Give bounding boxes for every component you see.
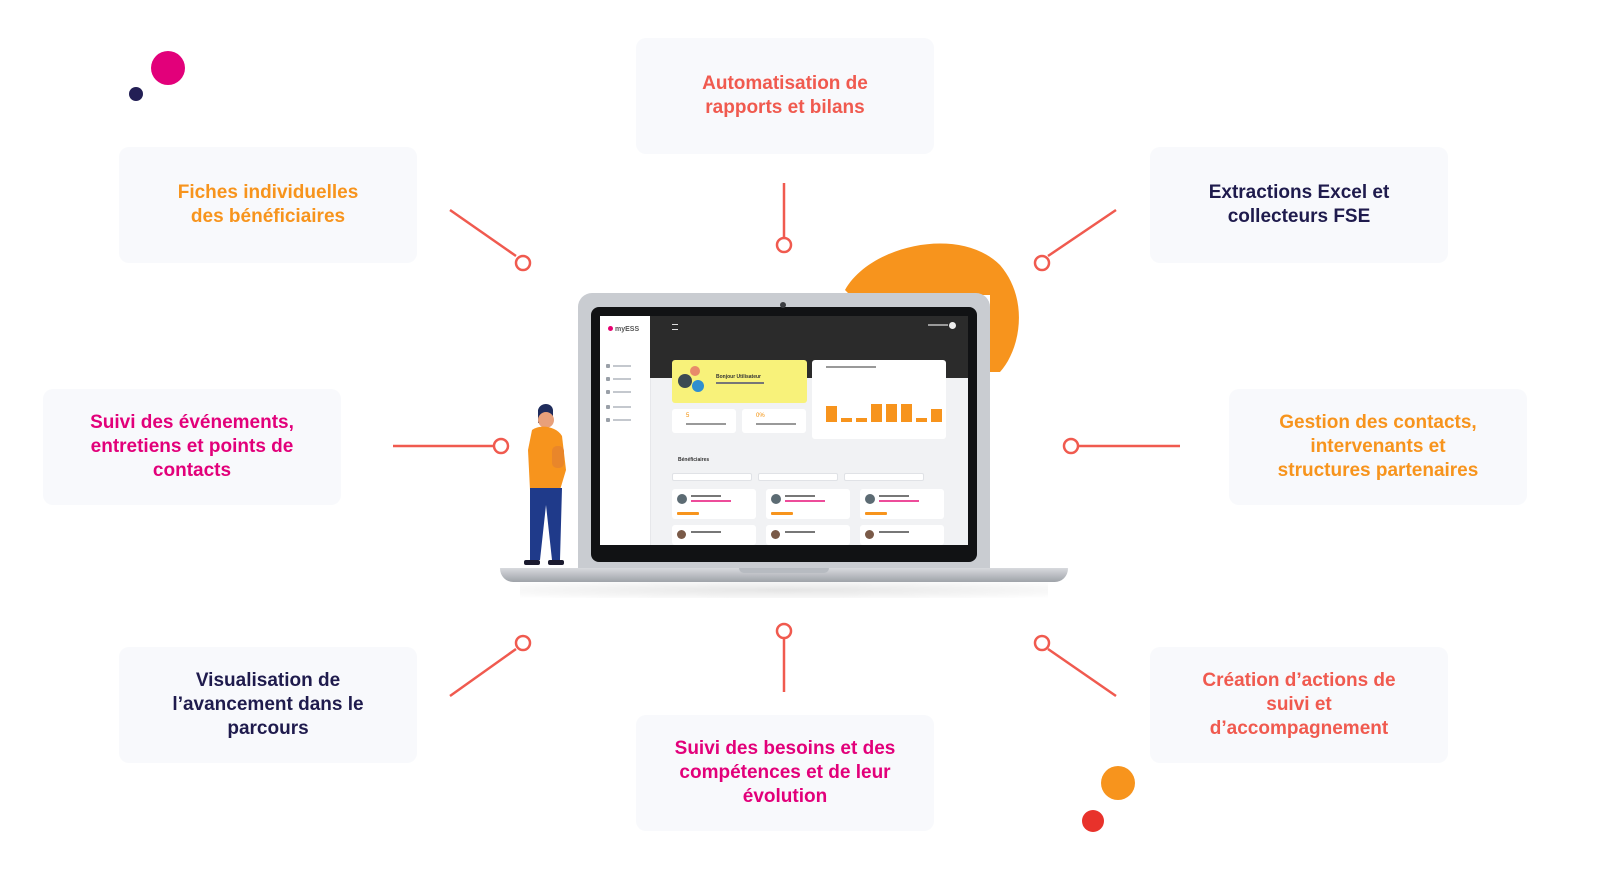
beneficiary-card[interactable] <box>860 489 944 519</box>
beneficiary-card[interactable] <box>672 489 756 519</box>
app-sidebar: myESS <box>600 316 651 545</box>
list-icon <box>606 405 610 409</box>
card-gestion-contacts: Gestion des contacts, intervenants et st… <box>1229 389 1527 505</box>
card-creation-actions-label: Création d’actions de suivi et d’accompa… <box>1202 670 1396 739</box>
card-visualisation: Visualisation de l’avancement dans le pa… <box>119 647 417 763</box>
beneficiary-card[interactable] <box>672 525 756 545</box>
laptop-notch <box>739 568 829 573</box>
chart-bar <box>916 418 927 422</box>
orange-dot <box>1101 766 1135 800</box>
gear-icon <box>606 418 610 422</box>
card-automatisation-label: Automatisation de rapports et bilans <box>702 73 868 118</box>
card-suivi-besoins: Suivi des besoins et des compétences et … <box>636 715 934 831</box>
chart-bar <box>931 409 942 422</box>
chart-bar <box>901 404 912 422</box>
laptop-base <box>500 568 1068 582</box>
welcome-subtitle <box>716 382 764 384</box>
stat-value: 5 <box>686 413 690 419</box>
chart-bar <box>886 404 897 422</box>
chart-card <box>812 360 946 439</box>
camera-icon <box>780 302 786 308</box>
card-extractions-label: Extractions Excel et collecteurs FSE <box>1208 182 1390 227</box>
status-select[interactable] <box>758 473 838 481</box>
sidebar-item-actions[interactable] <box>606 403 646 411</box>
chart-bar <box>871 404 882 422</box>
stat-label <box>756 423 796 425</box>
app-screen: myESS Bonjour Utilisateur 5 0% Bénéficia… <box>600 316 968 545</box>
menu-icon[interactable] <box>672 324 678 330</box>
app-logo: myESS <box>608 326 639 333</box>
sidebar-item-partenaires[interactable] <box>606 388 646 396</box>
stat-card-rate: 0% <box>742 409 806 433</box>
sidebar-item-settings[interactable] <box>606 416 646 424</box>
card-gestion-contacts-label: Gestion des contacts, intervenants et st… <box>1277 412 1479 481</box>
stat-card-beneficiaires: 5 <box>672 409 736 433</box>
sidebar-item-beneficiaires[interactable] <box>606 375 646 383</box>
red-dot <box>1082 810 1104 832</box>
card-creation-actions: Création d’actions de suivi et d’accompa… <box>1150 647 1448 763</box>
home-icon <box>606 364 610 368</box>
section-title: Bénéficiaires <box>678 457 710 463</box>
stat-value: 0% <box>756 413 765 419</box>
card-suivi-evenements-label: Suivi des événements, entretiens et poin… <box>90 412 294 481</box>
search-input[interactable] <box>672 473 752 481</box>
chart-title <box>826 366 876 368</box>
card-visualisation-label: Visualisation de l’avancement dans le pa… <box>172 670 364 739</box>
connectors <box>393 183 1180 698</box>
card-suivi-besoins-label: Suivi des besoins et des compétences et … <box>674 738 896 807</box>
chart-bar <box>841 418 852 422</box>
stat-label <box>686 423 726 425</box>
card-extractions: Extractions Excel et collecteurs FSE <box>1150 147 1448 263</box>
laptop-shadow <box>520 582 1048 598</box>
avatar[interactable] <box>949 322 956 329</box>
beneficiary-card[interactable] <box>766 525 850 545</box>
avatar-icon <box>678 374 692 388</box>
avatar-icon <box>692 380 704 392</box>
building-icon <box>606 390 610 394</box>
beneficiary-card[interactable] <box>860 525 944 545</box>
welcome-card: Bonjour Utilisateur <box>672 360 807 403</box>
user-name <box>928 324 948 326</box>
sidebar-item-home[interactable] <box>606 362 646 370</box>
avatar-icon <box>690 366 700 376</box>
welcome-title: Bonjour Utilisateur <box>716 374 762 380</box>
app-topbar <box>650 316 968 340</box>
card-automatisation: Automatisation de rapports et bilans <box>636 38 934 154</box>
card-suivi-evenements: Suivi des événements, entretiens et poin… <box>43 389 341 505</box>
chart-bar <box>826 405 837 422</box>
chart-bar <box>856 418 867 422</box>
users-icon <box>606 377 610 381</box>
magenta-dot <box>151 51 185 85</box>
profile-select[interactable] <box>844 473 924 481</box>
beneficiary-card[interactable] <box>766 489 850 519</box>
navy-dot <box>129 87 143 101</box>
orange-blob <box>845 243 1019 372</box>
card-fiches-label: Fiches individuelles des bénéficiaires <box>177 182 359 227</box>
card-fiches-individuelles: Fiches individuelles des bénéficiaires <box>119 147 417 263</box>
app-logo-text: myESS <box>615 326 640 333</box>
